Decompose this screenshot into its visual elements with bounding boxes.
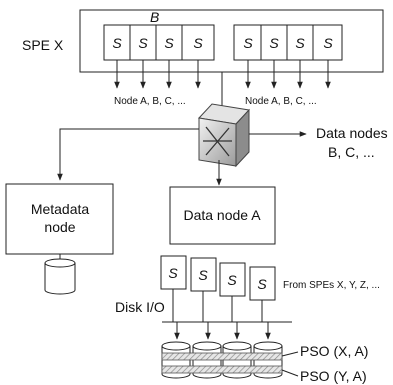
right-slot-4: S xyxy=(323,35,333,51)
bus-to-disk-arrows xyxy=(174,322,271,340)
storage-slot-3-label: S xyxy=(227,272,237,288)
left-slot-2: S xyxy=(138,35,148,51)
buffer-label: B xyxy=(150,9,159,25)
metadata-node-label-1: Metadata xyxy=(31,201,90,217)
left-slot-dividers xyxy=(129,25,183,60)
left-group-caption: Node A, B, C, ... xyxy=(114,96,186,107)
storage-slot-2-label: S xyxy=(198,267,208,283)
slot-arrows xyxy=(114,60,331,89)
switch-to-metadata-arrow xyxy=(57,128,199,181)
pso-xa-label: PSO (X, A) xyxy=(300,343,368,359)
pso-xa-stripe xyxy=(161,352,283,361)
pso-ya-label: PSO (Y, A) xyxy=(300,368,367,384)
right-slot-2: S xyxy=(269,35,279,51)
left-slot-group xyxy=(103,24,215,61)
left-slot-3: S xyxy=(164,35,174,51)
metadata-node-label-2: node xyxy=(44,219,75,235)
spe-label: SPE X xyxy=(22,37,64,53)
slot-to-bus-lines xyxy=(172,289,263,322)
metadata-node-box xyxy=(5,183,114,255)
metadata-disk-icon xyxy=(44,258,76,295)
pso-xa-leader xyxy=(281,351,299,357)
right-group-caption: Node A, B, C, ... xyxy=(245,96,317,107)
from-spes-label: From SPEs X, Y, Z, ... xyxy=(283,280,380,291)
data-node-a-label: Data node A xyxy=(183,207,261,223)
data-nodes-label-1: Data nodes xyxy=(316,125,388,141)
right-slot-group xyxy=(233,24,343,61)
storage-slot-1 xyxy=(160,255,187,290)
disk-io-label: Disk I/O xyxy=(115,299,165,315)
right-slot-dividers xyxy=(260,25,314,60)
storage-slot-4 xyxy=(249,266,276,301)
storage-slot-2 xyxy=(190,257,217,292)
right-slot-1: S xyxy=(243,35,253,51)
storage-slot-3 xyxy=(219,262,246,297)
storage-slot-4-label: S xyxy=(257,276,267,292)
pso-ya-stripe xyxy=(161,365,283,374)
data-node-a-box xyxy=(169,186,276,245)
left-slot-4: S xyxy=(193,35,203,51)
data-nodes-label-2: B, C, ... xyxy=(328,144,375,160)
network-switch-icon xyxy=(197,103,251,168)
pso-ya-leader xyxy=(281,369,299,377)
left-slot-1: S xyxy=(112,35,122,51)
right-slot-3: S xyxy=(295,35,305,51)
storage-slot-1-label: S xyxy=(168,265,178,281)
